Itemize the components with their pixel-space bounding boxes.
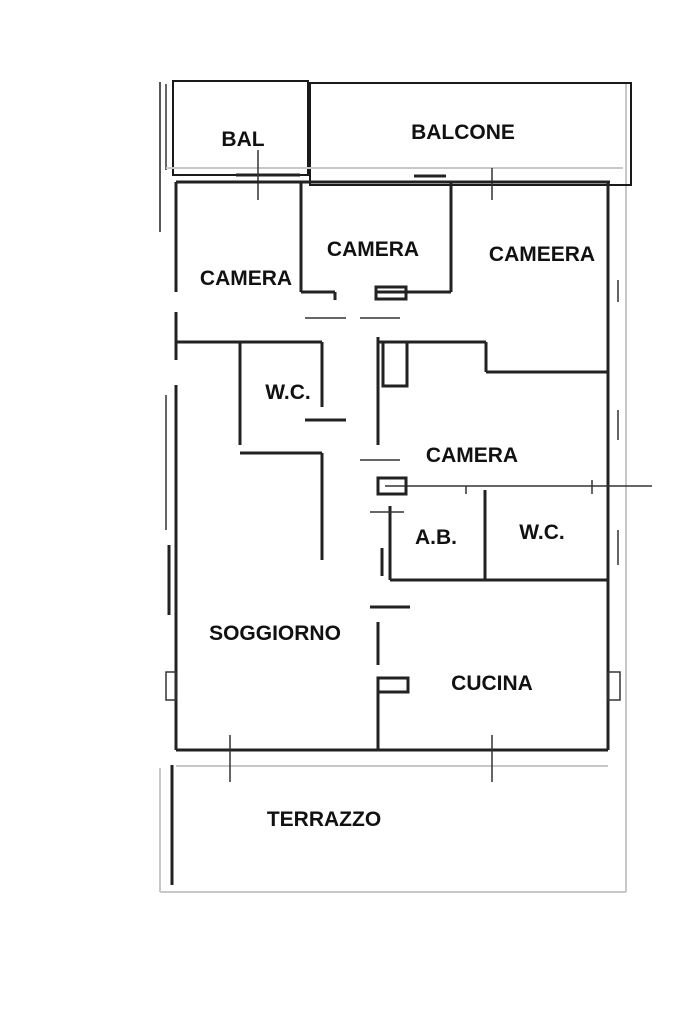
label-wc-right: W.C. xyxy=(519,521,565,544)
label-camera-center: CAMERA xyxy=(426,444,518,467)
label-camera-top-middle: CAMERA xyxy=(327,238,419,261)
label-cucina: CUCINA xyxy=(451,672,533,695)
label-wc-left: W.C. xyxy=(265,381,311,404)
room-labels: BAL BALCONE CAMERA CAMEERA CAMERA W.C. C… xyxy=(200,121,595,831)
label-balcone: BALCONE xyxy=(411,121,515,144)
label-ab: A.B. xyxy=(415,526,457,549)
label-terrazzo: TERRAZZO xyxy=(267,808,381,831)
balcony-boxes xyxy=(166,80,632,200)
label-cameera: CAMEERA xyxy=(489,243,595,266)
label-bal: BAL xyxy=(221,128,264,151)
label-soggiorno: SOGGIORNO xyxy=(209,622,341,645)
label-camera-left: CAMERA xyxy=(200,267,292,290)
outer-outline xyxy=(159,82,627,893)
balcone-box xyxy=(309,82,632,186)
exterior-walls xyxy=(165,180,621,752)
terrace-outline xyxy=(170,735,608,885)
interior-walls xyxy=(176,182,652,750)
